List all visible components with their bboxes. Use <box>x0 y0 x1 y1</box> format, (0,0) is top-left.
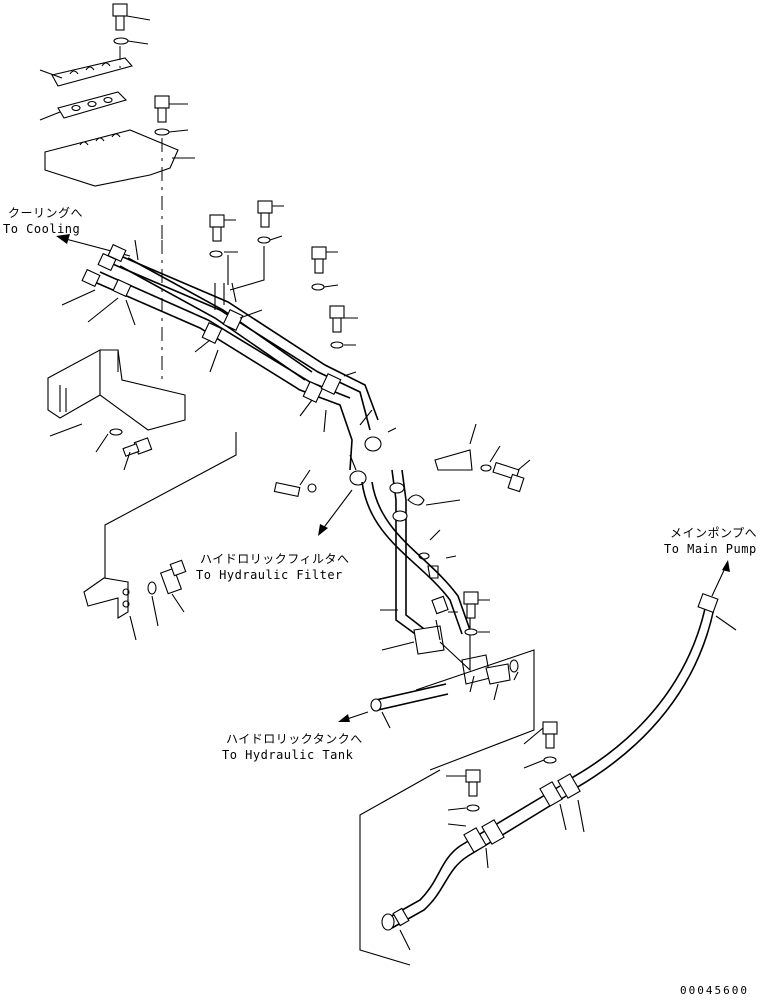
clip <box>427 565 439 579</box>
bolt <box>311 246 327 274</box>
bolt <box>257 200 273 228</box>
filter-label-en: To Hydraulic Filter <box>196 568 343 582</box>
hose-to-main-pump <box>567 560 737 789</box>
hose-fitting <box>389 482 405 494</box>
bolt <box>542 721 558 749</box>
u-clamp <box>407 494 425 506</box>
pipe-clamp <box>201 309 342 403</box>
bolt <box>329 305 345 333</box>
washer <box>311 283 325 291</box>
cover-plate-assembly <box>39 3 195 240</box>
o-ring <box>509 659 519 673</box>
bolt <box>209 214 225 242</box>
clamp-bolts <box>209 200 358 349</box>
bolt <box>112 3 128 31</box>
pipe-clamp <box>463 827 487 853</box>
hose-fittings-middle <box>273 469 461 579</box>
pipe-bundle <box>61 239 397 486</box>
bolt <box>154 95 170 123</box>
hose-to-tank <box>338 469 535 771</box>
washer <box>480 464 492 472</box>
pipe-end <box>381 913 395 931</box>
washer <box>154 128 170 136</box>
bolt <box>159 559 187 595</box>
clamp-base-plate <box>44 129 179 187</box>
hose-clamp <box>431 595 449 615</box>
lower-pipe <box>359 721 585 966</box>
support-bracket <box>47 240 186 471</box>
elbow-fitting <box>349 470 367 486</box>
flange-block <box>413 625 445 655</box>
bolt <box>122 437 153 457</box>
tank-label-jp: ハイドロリックタンクへ <box>226 732 363 746</box>
pipe-clamp <box>557 773 581 799</box>
bolt <box>273 481 301 498</box>
washer <box>464 628 478 636</box>
hose-fitting <box>697 592 719 614</box>
clamp-plate-middle <box>57 91 128 119</box>
washer <box>113 37 129 45</box>
clamp-plate-upper <box>51 57 133 87</box>
tank-label-en: To Hydraulic Tank <box>222 748 354 762</box>
washer <box>109 428 123 436</box>
pipe-fitting <box>81 243 132 298</box>
pipe-fitting <box>392 907 410 927</box>
part-number: 00045600 <box>680 984 749 997</box>
washer <box>147 581 157 595</box>
pump-label-jp: メインポンプへ <box>670 526 758 540</box>
bolt <box>465 769 481 797</box>
washer <box>543 756 557 764</box>
bolt <box>463 591 479 619</box>
lower-bracket <box>83 432 237 641</box>
washer <box>330 341 344 349</box>
pipe-clamp <box>481 819 505 845</box>
pipe-clamp <box>539 781 563 807</box>
o-ring <box>307 483 317 493</box>
hose-fitting <box>392 510 408 522</box>
elbow-fitting <box>364 436 382 452</box>
washer <box>209 250 223 258</box>
bolt <box>492 461 525 493</box>
cooling-label-jp: クーリングへ <box>8 206 84 220</box>
pipe-end <box>370 698 382 712</box>
pump-label-en: To Main Pump <box>664 542 757 556</box>
washer <box>466 804 480 812</box>
cooling-label-en: To Cooling <box>3 222 81 236</box>
filter-label-jp: ハイドロリックフィルタへ <box>200 552 350 566</box>
flange-block <box>485 663 511 685</box>
hose-bracket <box>434 423 531 493</box>
washer <box>257 236 271 244</box>
